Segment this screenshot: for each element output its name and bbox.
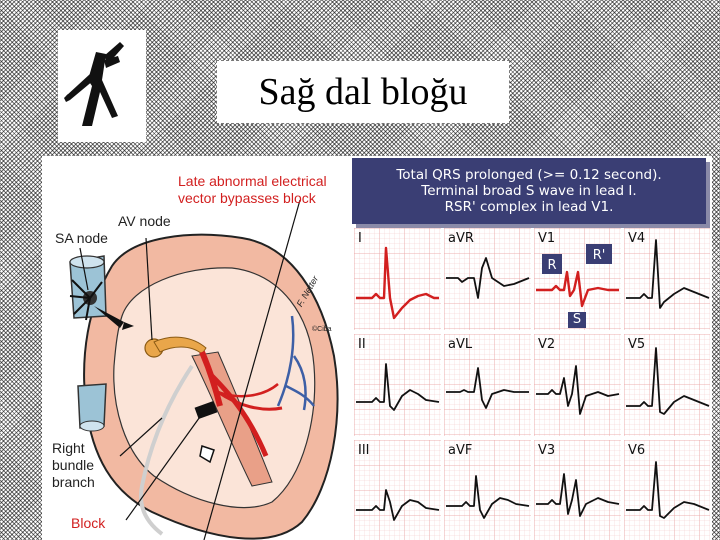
ecg-lead-I: I bbox=[354, 228, 441, 330]
ecg-lead-III: III bbox=[354, 440, 441, 540]
info-line-2: Terminal broad S wave in lead I. bbox=[421, 183, 637, 199]
ecg-trace bbox=[536, 270, 619, 308]
ecg-info-banner: Total QRS prolonged (>= 0.12 second). Te… bbox=[352, 158, 706, 224]
ecg-lead-V4: V4 bbox=[624, 228, 710, 330]
block-marker-icon bbox=[194, 400, 218, 420]
rbb-pointer bbox=[119, 417, 163, 457]
logo bbox=[58, 30, 146, 142]
info-line-1: Total QRS prolonged (>= 0.12 second). bbox=[396, 167, 662, 183]
rbb-label-line2: bundle bbox=[52, 457, 95, 473]
block-label: Block bbox=[71, 515, 106, 531]
av-node-pointer bbox=[145, 237, 153, 341]
copyright: ©Ciba bbox=[312, 326, 332, 333]
rbb-label-line3: branch bbox=[52, 474, 95, 490]
lead-label: aVR bbox=[448, 231, 474, 246]
ecg-lead-aVL: aVL bbox=[444, 334, 531, 436]
rbb-label-line1: Right bbox=[52, 440, 85, 456]
av-node-label: AV node bbox=[118, 213, 171, 229]
ecg-trace bbox=[446, 257, 530, 299]
late-vector-pointer bbox=[203, 199, 301, 540]
ecg-trace bbox=[446, 367, 529, 409]
right-bundle-branch bbox=[139, 364, 194, 536]
heart-illustration bbox=[69, 199, 339, 540]
ecg-lead-V2: V2 bbox=[534, 334, 621, 436]
sa-node-label: SA node bbox=[55, 230, 108, 246]
ecg-trace bbox=[626, 461, 710, 519]
title-box: Sağ dal bloğu bbox=[216, 60, 510, 124]
late-vector-label-line1: Late abnormal electrical bbox=[178, 173, 327, 189]
lead-label: V5 bbox=[628, 337, 645, 352]
slide-title: Sağ dal bloğu bbox=[258, 71, 468, 113]
v1-marker-s: S bbox=[573, 312, 581, 327]
ecg-lead-V1: V1R R' S bbox=[534, 228, 621, 330]
lead-label: V4 bbox=[628, 231, 645, 246]
lead-label: V6 bbox=[628, 443, 645, 458]
info-line-3: RSR' complex in lead V1. bbox=[444, 199, 614, 215]
ecg-lead-aVR: aVR bbox=[444, 228, 531, 330]
bundle-branch-logo-icon bbox=[64, 42, 124, 126]
v1-marker-r_prime-box bbox=[586, 244, 612, 264]
lead-label: II bbox=[358, 337, 366, 352]
ecg-trace bbox=[626, 347, 710, 415]
v1-marker-r-box bbox=[542, 254, 562, 274]
v1-marker-s-box bbox=[568, 312, 586, 328]
ecg-trace bbox=[356, 489, 440, 521]
veins bbox=[276, 315, 315, 411]
ecg-lead-II: II bbox=[354, 334, 441, 436]
sa-node-pointer bbox=[79, 247, 89, 291]
lead-label: III bbox=[358, 443, 370, 458]
block-arrow-icon bbox=[199, 445, 215, 464]
lead-label: I bbox=[358, 231, 362, 246]
ecg-trace bbox=[356, 363, 440, 411]
ecg-trace bbox=[446, 475, 530, 519]
ecg-trace bbox=[356, 246, 439, 320]
ecg-lead-V5: V5 bbox=[624, 334, 710, 436]
lead-label: V1 bbox=[538, 231, 555, 246]
lead-label: V2 bbox=[538, 337, 555, 352]
lead-label: aVF bbox=[448, 443, 472, 458]
lead-label: V3 bbox=[538, 443, 555, 458]
ecg-trace bbox=[536, 473, 620, 517]
ecg-trace bbox=[536, 365, 620, 415]
ecg-lead-aVF: aVF bbox=[444, 440, 531, 540]
v1-marker-r_prime: R' bbox=[593, 248, 606, 263]
ecg-trace bbox=[626, 239, 710, 309]
ecg-lead-V3: V3 bbox=[534, 440, 621, 540]
sa-node-icon bbox=[69, 279, 134, 330]
content-panel: Late abnormal electrical vector bypasses… bbox=[42, 156, 712, 540]
ecg-lead-V6: V6 bbox=[624, 440, 710, 540]
late-vector-label-line2: vector bypasses block bbox=[178, 190, 316, 206]
v1-marker-r: R bbox=[547, 258, 556, 273]
his-bundle bbox=[199, 350, 223, 407]
block-pointer bbox=[125, 413, 203, 521]
lead-label: aVL bbox=[448, 337, 473, 352]
